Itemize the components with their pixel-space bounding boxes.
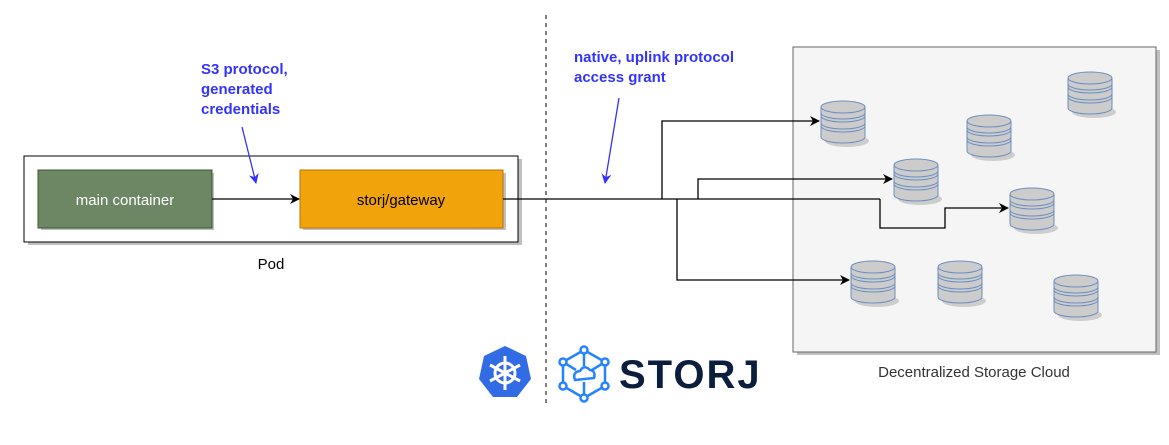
s3-pointer-arrow [241,126,259,184]
cloud-label: Decentralized Storage Cloud [878,364,1070,381]
kubernetes-logo [479,346,531,397]
connection-to-node-1 [661,116,820,199]
connection-to-node-4 [676,199,850,285]
s3-note-line-1: S3 protocol, [201,61,288,78]
s3-annotation: S3 protocol, generated credentials [201,61,288,184]
storage-node-2[interactable] [893,158,943,206]
storage-node-4[interactable] [850,260,900,308]
gateway-label: storj/gateway [357,192,446,209]
storage-node-3[interactable] [1009,187,1059,235]
storage-node-7[interactable] [937,260,987,308]
native-annotation: native, uplink protocol access grant [574,49,734,184]
gateway-box[interactable] [299,169,504,229]
main-container-label: main container [76,192,174,209]
storage-node-6[interactable] [1067,71,1117,119]
storage-cloud: Decentralized Storage Cloud [792,46,1160,381]
s3-note-line-2: generated [201,81,273,98]
connection-to-node-3 [879,199,1009,229]
storage-node-1[interactable] [820,100,870,148]
main-container-box[interactable] [37,169,213,229]
native-pointer-arrow [601,97,620,184]
storj-logo: STORJ [558,345,762,403]
native-note-line-1: native, uplink protocol [574,49,734,66]
pod-label: Pod [258,256,285,273]
storj-network-icon [558,345,610,403]
storj-wordmark: STORJ [619,353,762,397]
native-note-line-2: access grant [574,69,666,86]
pod-group: Pod main container storj/gateway [23,155,522,273]
s3-note-line-3: credentials [201,101,280,118]
storage-node-5[interactable] [966,114,1016,162]
gateway-connections [503,116,1009,285]
storage-node-8[interactable] [1053,274,1103,322]
connection-to-node-2 [697,174,893,199]
